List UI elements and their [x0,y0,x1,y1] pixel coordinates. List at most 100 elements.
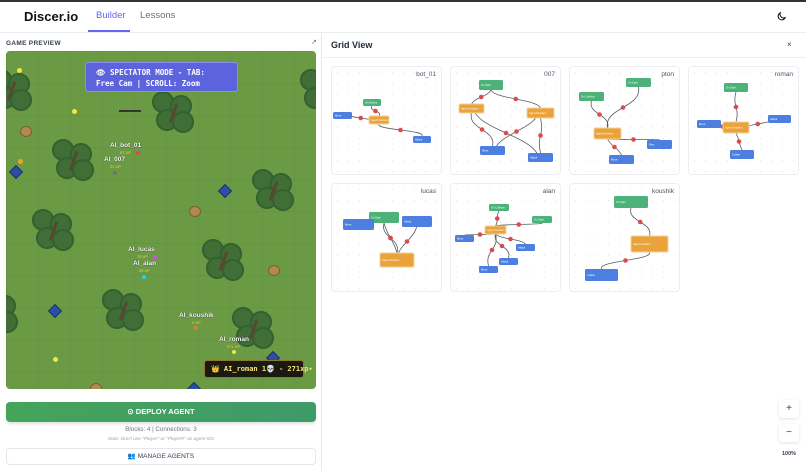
edge-handle[interactable] [736,139,742,144]
graph-node-label: Attack [770,117,778,121]
player-marker [113,171,117,175]
graph-node-action[interactable] [455,235,474,242]
graph-node-label: Collect [587,273,595,277]
graph-node-decision[interactable] [722,121,750,134]
edge-handle[interactable] [499,243,505,249]
graph-node-decision[interactable] [484,225,507,235]
graph-node-trigger[interactable] [479,80,503,90]
edge-handle[interactable] [494,216,500,221]
player-xp: 75 XP [137,254,148,259]
graph-node-label: On Start [628,81,638,85]
active-tab-indicator [88,30,130,32]
player-xp: 25 XP [139,268,150,273]
deploy-icon: ⊙ [127,407,136,416]
graph-node-label: On Start [726,86,736,90]
graph-node-trigger[interactable] [532,216,552,223]
edge-handle[interactable] [637,219,643,225]
leaderboard-dropdown[interactable]: 👑 AI_roman 1💀 - 271xp▾ [204,360,313,378]
tab-lessons[interactable]: Lessons [140,10,176,21]
graph-node-decision[interactable] [593,127,622,140]
graph-node-decision[interactable] [368,115,390,125]
graph-node-decision[interactable] [458,103,485,114]
player-marker [136,151,140,155]
moon-icon[interactable] [776,11,787,22]
edge-handle[interactable] [755,121,761,127]
edge-handle[interactable] [597,112,602,117]
graph-node-action[interactable] [343,219,374,230]
edge-handle[interactable] [514,129,519,134]
edge-handle[interactable] [516,222,522,227]
graph-node-action[interactable] [499,258,518,265]
player-marker [232,350,236,354]
edge-handle[interactable] [479,127,485,132]
graph-node-trigger[interactable] [489,204,509,211]
zoom-in-button[interactable]: + [779,400,799,418]
edge-handle[interactable] [477,232,483,237]
edge-handle[interactable] [404,239,410,244]
edge-handle[interactable] [373,108,378,114]
manage-agents-button[interactable]: 👥 MANAGE AGENTS [6,448,316,465]
graph-node-action[interactable] [697,120,721,128]
graph-node-action[interactable] [730,150,754,159]
zoom-out-button[interactable]: − [779,424,799,442]
edge-handle[interactable] [513,96,519,102]
edge-handle[interactable] [503,130,509,136]
rock [189,206,201,217]
graph-node-action[interactable] [585,269,618,281]
edge-handle[interactable] [478,94,484,100]
graph-node-trigger[interactable] [363,99,381,106]
graph-node-action[interactable] [479,266,498,273]
tab-builder[interactable]: Builder [96,10,126,21]
edge-handle[interactable] [612,144,617,150]
edge-handle[interactable] [508,236,513,242]
card-agent-label: lucas [420,188,436,195]
graph-node-action[interactable] [333,112,352,119]
brand-logo[interactable]: Discer.io [24,9,79,24]
graph-node-decision[interactable] [526,107,555,119]
graph-node-label: On Start [534,218,544,222]
graph-node-label: Move [699,122,706,126]
graph-node-action[interactable] [516,244,535,251]
edge-handle[interactable] [620,105,626,110]
graph-node-trigger[interactable] [626,78,651,87]
edge-handle[interactable] [538,133,543,138]
graph-node-action[interactable] [413,136,431,143]
graph-node-trigger[interactable] [369,212,399,223]
edge-handle[interactable] [388,235,393,241]
banner-line: Free Cam | SCROLL: Zoom [96,78,200,88]
game-canvas[interactable]: AI_bot_01 57 XP AI_007 21 XP AI_lucas 75… [6,51,316,389]
graph-node-decision[interactable] [379,252,415,268]
agents-icon: 👥 [127,453,138,460]
edge-handle[interactable] [623,258,628,263]
edge-handle[interactable] [489,247,495,253]
graph-node-action[interactable] [647,140,672,149]
player-marker [153,255,157,259]
graph-node-action[interactable] [609,155,634,164]
graph-node-action[interactable] [480,146,505,155]
edge-handle[interactable] [733,104,739,110]
deploy-agent-button[interactable]: ⊙ DEPLOY AGENT [6,402,316,422]
expand-icon[interactable]: ↗ [311,39,317,46]
agent-id-note: Note: Don't use "Player" or "Player#" as… [107,437,215,442]
graph-node-trigger[interactable] [614,196,648,208]
graph-node-trigger[interactable] [724,83,748,92]
graph-node-decision[interactable] [630,235,669,253]
graph-node-action[interactable] [402,216,432,227]
close-icon[interactable]: × [787,40,792,49]
graph-node-trigger[interactable] [579,92,604,101]
top-nav [0,2,806,33]
edge-handle[interactable] [631,137,636,142]
edge-handle[interactable] [358,115,364,121]
graph-node-action[interactable] [528,153,553,162]
graph-node-action[interactable] [768,115,791,123]
graph-node-label: Collect [732,153,740,157]
edge-handle[interactable] [398,127,403,133]
